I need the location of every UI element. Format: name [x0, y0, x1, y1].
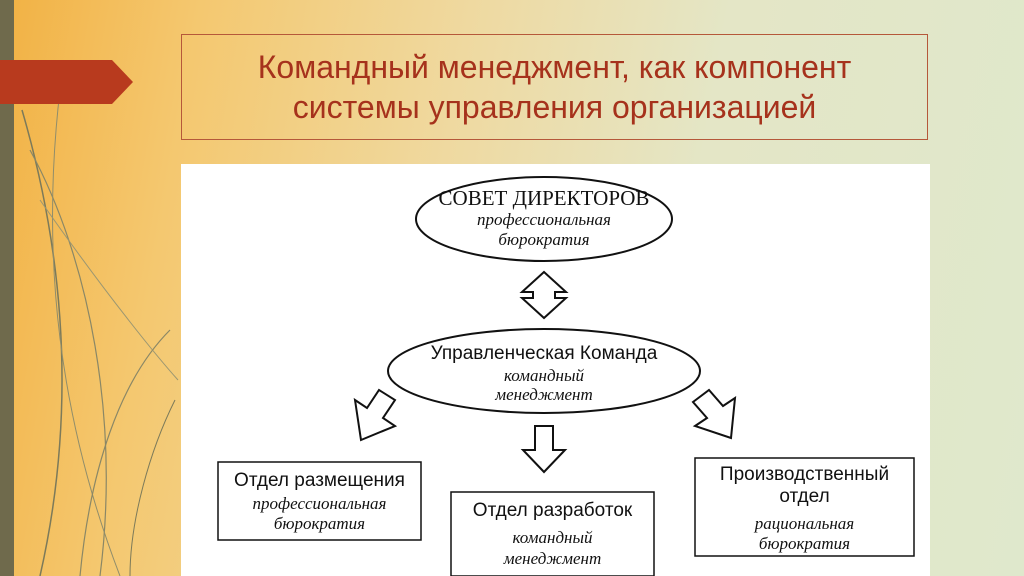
org-diagram — [217, 176, 915, 576]
board-sub-1: профессиональная — [477, 210, 611, 229]
placement-sub-2: бюрократия — [273, 514, 366, 533]
production-sub-1: рациональная — [754, 514, 855, 533]
board-sub-2: бюрократия — [498, 230, 590, 249]
development-sub-1: командный — [512, 528, 593, 547]
board-ellipse — [415, 176, 673, 262]
team-ellipse — [387, 328, 701, 414]
slide-title: Командный менеджмент, как компонент сист… — [258, 47, 851, 127]
title-arrow-tab — [0, 60, 133, 104]
team-sub-2: менеджмент — [495, 385, 593, 404]
placement-sub-1: профессиональная — [252, 494, 387, 513]
board-title: СОВЕТ ДИРЕКТОРОВ — [438, 186, 650, 210]
arrow-down-left-icon — [353, 388, 398, 442]
arrow-down-icon — [520, 425, 568, 474]
development-sub-2: менеджмент — [503, 549, 602, 568]
arrow-down-right-icon — [691, 388, 737, 440]
bidirectional-arrow-icon — [519, 270, 569, 320]
diagram-panel: СОВЕТ ДИРЕКТОРОВ профессиональная бюрокр… — [181, 164, 930, 576]
title-box: Командный менеджмент, как компонент сист… — [181, 34, 928, 140]
production-box — [694, 457, 915, 557]
title-line-2: системы управления организацией — [292, 89, 817, 125]
production-title-1: Производственный — [719, 464, 890, 485]
production-sub-2: бюрократия — [758, 534, 851, 553]
production-title-2: отдел — [779, 486, 830, 507]
title-line-1: Командный менеджмент, как компонент — [257, 49, 852, 85]
development-title: Отдел разработок — [472, 500, 633, 521]
team-title: Управленческая Команда — [430, 343, 658, 364]
placement-title: Отдел размещения — [234, 470, 405, 491]
development-box — [450, 491, 655, 576]
left-decorative-strip — [0, 0, 14, 576]
placement-box — [217, 461, 422, 541]
team-sub-1: командный — [504, 366, 584, 385]
